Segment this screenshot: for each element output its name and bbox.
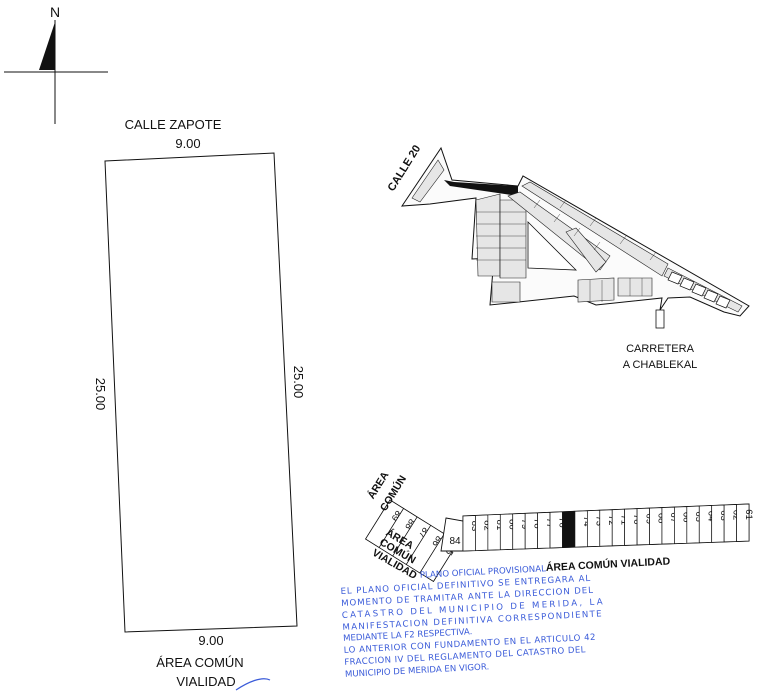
street-label-top: CALLE ZAPOTE [125, 117, 222, 132]
site-block-6 [565, 227, 607, 273]
access-driveway [655, 309, 665, 329]
lot-number-77: 77 [544, 518, 555, 529]
parcel-outline [104, 152, 298, 633]
lot-number-81: 81 [494, 520, 505, 531]
lot-number-73: 73 [594, 515, 605, 526]
lot-number-68: 68 [656, 513, 667, 524]
lot-number-74: 74 [581, 516, 592, 527]
lot-number-66: 66 [681, 512, 692, 523]
parcel-length-left: 25.00 [93, 378, 108, 411]
site-block-8 [617, 277, 653, 297]
site-plan: CALLE 20 [386, 143, 750, 371]
lot-number-71: 71 [618, 514, 629, 525]
north-label: N [50, 4, 60, 20]
corner-lot-number: 84 [449, 536, 461, 547]
lot-number-63: 63 [718, 510, 729, 521]
lot-cell-75 [562, 510, 576, 548]
site-block-1 [411, 159, 445, 203]
north-arrow: N [4, 4, 108, 124]
site-block-9 [491, 281, 521, 303]
parcel: CALLE ZAPOTE 9.00 25.00 25.00 9.00 ÁREA … [93, 117, 306, 691]
lot-number-80: 80 [507, 519, 518, 530]
road-label-line1: CARRETERA [626, 343, 695, 355]
official-stamp: PLANO OFICIAL PROVISIONAL EL PLANO OFICI… [340, 564, 605, 680]
site-highway-lots [667, 271, 731, 309]
lot-number-78: 78 [531, 518, 542, 529]
lot-number-76: 76 [556, 517, 567, 528]
common-area-block [527, 221, 578, 271]
bottom-road-label: ÁREA COMÚN VIALIDAD [545, 554, 670, 574]
parcel-bottom-line2: VIALIDAD [176, 674, 235, 689]
lot-number-61: 61 [743, 509, 754, 520]
parcel-width-top: 9.00 [175, 136, 200, 151]
parcel-bottom-line1: ÁREA COMÚN [156, 655, 243, 670]
site-block-3 [499, 199, 527, 279]
site-block-7 [577, 277, 615, 303]
lot-number-62: 62 [730, 510, 741, 521]
site-lot-blocks [411, 159, 743, 313]
parcel-width-bottom: 9.00 [198, 633, 223, 648]
lot-number-72: 72 [606, 515, 617, 526]
lot-number-70: 70 [631, 514, 642, 525]
parcel-length-right: 25.00 [291, 366, 306, 399]
site-lot-lines [476, 194, 657, 302]
lot-strip: 8988878685 ÁREA COMÚN ÁREA COMÚN VIALIDA… [365, 469, 754, 582]
site-block-5 [521, 181, 669, 277]
access-road [444, 180, 518, 196]
site-block-2 [475, 193, 501, 277]
lot-number-64: 64 [705, 511, 716, 522]
lot-number-65: 65 [693, 511, 704, 522]
lot-number-67: 67 [668, 512, 679, 523]
signature-stroke [235, 678, 271, 691]
road-label-line2: A CHABLEKAL [623, 359, 698, 371]
north-arrow-icon [39, 22, 55, 70]
lot-cell-61 [736, 503, 750, 542]
lot-number-79: 79 [519, 519, 530, 530]
lot-number-83: 83 [469, 521, 480, 532]
lot-number-82: 82 [482, 520, 493, 531]
lot-number-69: 69 [643, 513, 654, 524]
